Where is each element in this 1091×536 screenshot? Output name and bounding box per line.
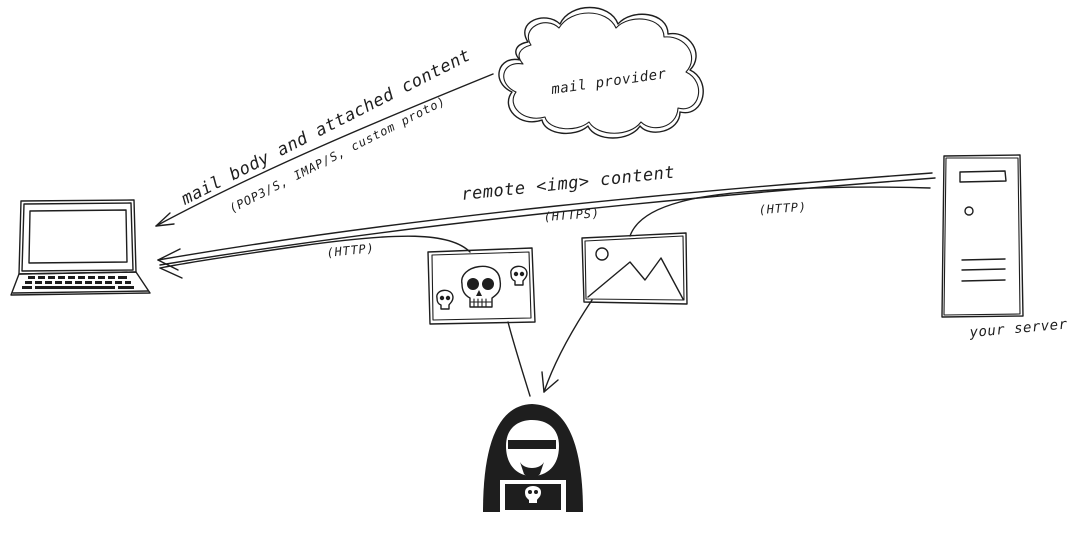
remote-img-arrow [157,172,936,271]
remote-img-label: remote <img> content [460,163,676,205]
hooded-hacker-icon [483,404,583,512]
server-to-image-arrow [629,186,931,237]
http-label-left: (HTTP) [326,241,375,260]
cloud-icon: mail provider [498,6,704,139]
legit-to-hacker-arrow [541,299,593,393]
server-tower-icon: your server [941,154,1068,341]
http-arrow-skull [159,235,471,279]
your-server-label: your server [968,316,1068,341]
http-label-right: (HTTP) [758,200,807,217]
mail-provider-label: mail provider [549,66,667,98]
laptop-icon [10,199,151,296]
https-arrow-skull [507,321,531,397]
mail-body-arrow [155,73,494,227]
skull-image-icon [427,247,536,325]
mail-body-label: mail body and attached content [177,45,474,209]
landscape-image-icon [581,232,688,305]
https-label: (HTTPS) [543,206,600,224]
